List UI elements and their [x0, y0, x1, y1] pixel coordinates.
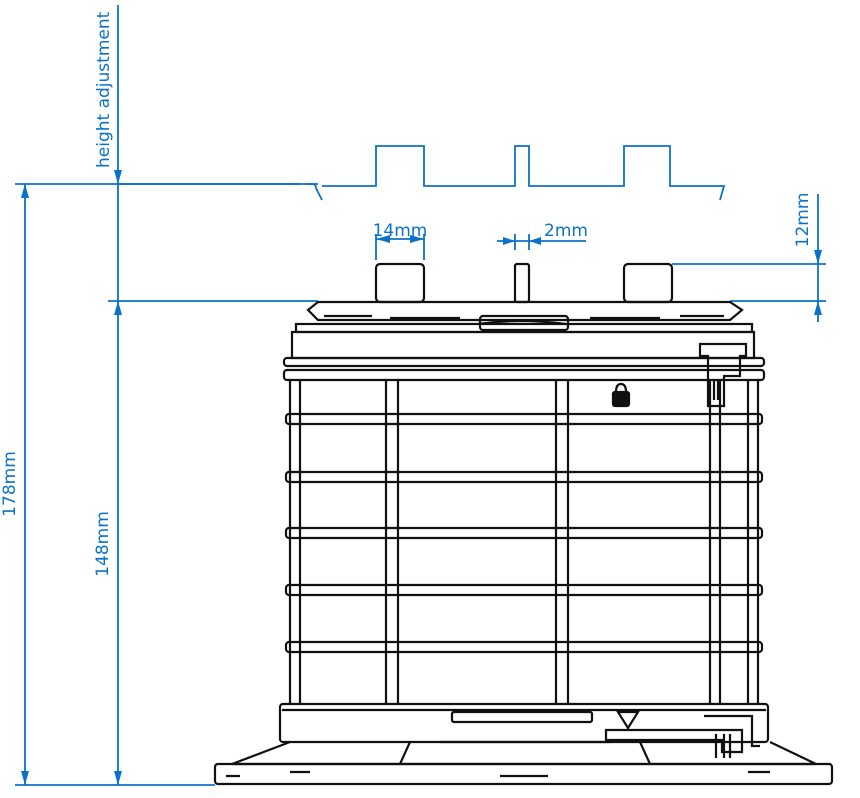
side-clip [698, 342, 748, 408]
arrow-14-right [410, 235, 424, 243]
body-ring-4 [284, 583, 764, 597]
side-clip-detail [712, 380, 720, 400]
head-tab-left [374, 262, 426, 304]
collar-body [290, 330, 756, 360]
arrow-total-bottom [21, 771, 29, 785]
arrow-adjust-top [114, 170, 122, 184]
lower-clip-detail [714, 734, 732, 758]
head-plate [306, 300, 744, 322]
gap-width-label: 2mm [544, 221, 588, 241]
dimension-arrowheads [21, 170, 822, 785]
base-plate [213, 762, 834, 786]
arrow-base-bottom [114, 771, 122, 785]
base-plate-notches [226, 770, 770, 778]
arrow-12-bottom [814, 301, 822, 315]
head-tab-right [622, 262, 674, 304]
body-ring-1 [284, 412, 764, 426]
tab-width-label: 14mm [373, 221, 428, 241]
tab-height-label: 12mm [793, 193, 813, 248]
raised-head-profile [118, 145, 726, 201]
arrow-14-left [376, 235, 390, 243]
lower-clip [604, 714, 760, 754]
arrow-2-left [503, 237, 515, 245]
arrow-total-top [21, 184, 29, 198]
arrow-12-top [814, 250, 822, 264]
base-height-label: 148mm [93, 511, 113, 577]
lower-collar-arrow [616, 710, 640, 731]
lower-collar-slot [450, 710, 594, 724]
dimension-layer [15, 5, 826, 786]
head-tab-center [513, 262, 531, 304]
body-ring-3 [284, 526, 764, 540]
arrow-2-right [529, 237, 541, 245]
arrow-base-top [114, 301, 122, 315]
body-ring-2 [284, 470, 764, 484]
lock-icon [611, 382, 631, 408]
dimension-labels: height adjustment 178mm 148mm 14mm 2mm 1… [0, 11, 813, 576]
height-adjustment-label: height adjustment [94, 11, 114, 168]
body-ring-5 [284, 640, 764, 654]
total-height-label: 178mm [0, 451, 20, 517]
pedestal-outline [213, 262, 834, 786]
head-plate-grooves [324, 314, 724, 326]
base-plate-inner [398, 740, 652, 765]
collar-ring-1 [282, 356, 766, 368]
collar-ring-2 [282, 368, 766, 382]
